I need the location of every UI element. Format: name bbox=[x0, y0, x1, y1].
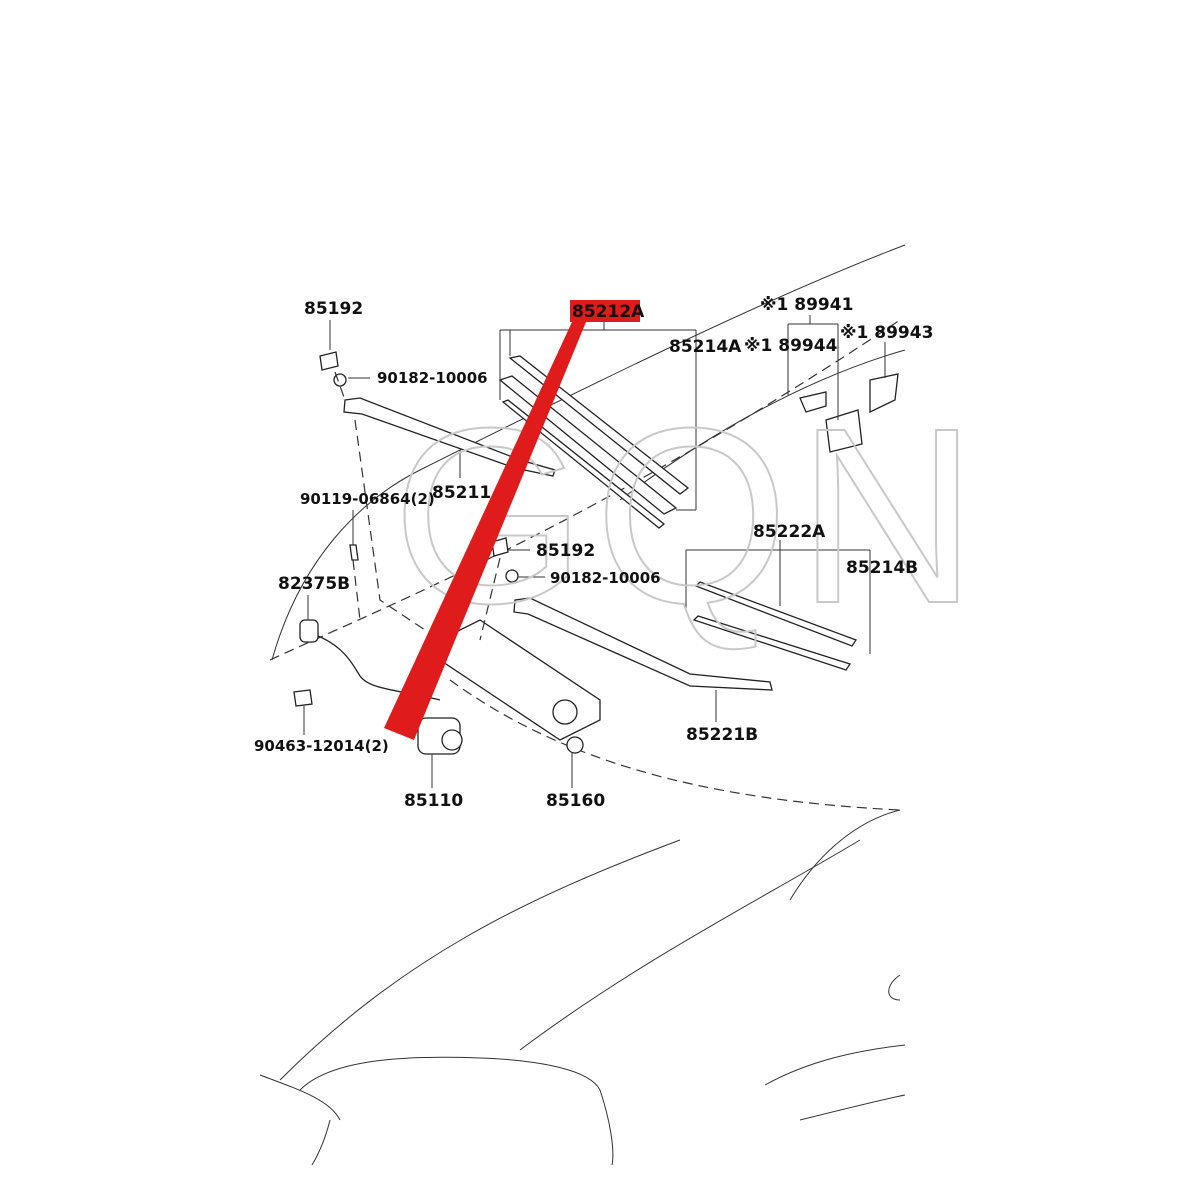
label-89943: ※1 89943 bbox=[840, 323, 933, 343]
label-89941: ※1 89941 bbox=[760, 295, 853, 315]
vehicle-body-outline bbox=[259, 244, 906, 1166]
bolt-90119 bbox=[349, 544, 359, 561]
wiper-blade-85222a bbox=[694, 581, 857, 647]
cap-85192-mid bbox=[491, 537, 509, 557]
wiper-arm-85211 bbox=[343, 397, 556, 477]
pad-89944 bbox=[799, 391, 827, 413]
label-90463: 90463-12014(2) bbox=[254, 737, 389, 755]
highlight-pointer bbox=[384, 300, 640, 740]
label-85211: 85211 bbox=[432, 483, 491, 503]
label-85110: 85110 bbox=[404, 791, 463, 811]
cover-89943 bbox=[869, 373, 899, 414]
label-89944: ※1 89944 bbox=[744, 336, 838, 356]
label-82375b: 82375B bbox=[278, 574, 350, 594]
motor-end-cap bbox=[441, 729, 463, 751]
label-90119: 90119-06864(2) bbox=[300, 490, 435, 508]
part-labels: 85192 90182-10006 85212A 85214A 85211 90… bbox=[254, 295, 933, 811]
sensor-89941 bbox=[825, 409, 863, 453]
label-85212a: 85212A bbox=[572, 302, 645, 322]
blade-rubber-85214b bbox=[692, 615, 852, 671]
clip-90463 bbox=[293, 689, 313, 707]
dashed-mounting-lines bbox=[334, 371, 501, 641]
label-85214b: 85214B bbox=[846, 558, 918, 578]
cap-85192-top bbox=[319, 351, 339, 371]
label-85221b: 85221B bbox=[686, 725, 758, 745]
blade-rubber-85214a bbox=[501, 399, 666, 529]
link-mount bbox=[566, 736, 584, 754]
label-85160: 85160 bbox=[546, 791, 605, 811]
red-pointer-wedge bbox=[384, 322, 586, 740]
label-85222a: 85222A bbox=[753, 522, 826, 542]
nut-90182-mid bbox=[505, 569, 519, 583]
leader-lines bbox=[303, 315, 886, 788]
label-90182-mid: 90182-10006 bbox=[550, 569, 661, 587]
label-85192-top: 85192 bbox=[304, 299, 363, 319]
label-85214a: 85214A bbox=[669, 337, 742, 357]
watermark-text: GQN bbox=[392, 376, 985, 655]
label-90182-top: 90182-10006 bbox=[377, 369, 488, 387]
highlight-label-box bbox=[570, 300, 640, 322]
label-85192-mid: 85192 bbox=[536, 541, 595, 561]
wiper-arm-85221b bbox=[513, 597, 773, 691]
link-pivot bbox=[552, 699, 578, 725]
hose-connector bbox=[299, 619, 319, 643]
